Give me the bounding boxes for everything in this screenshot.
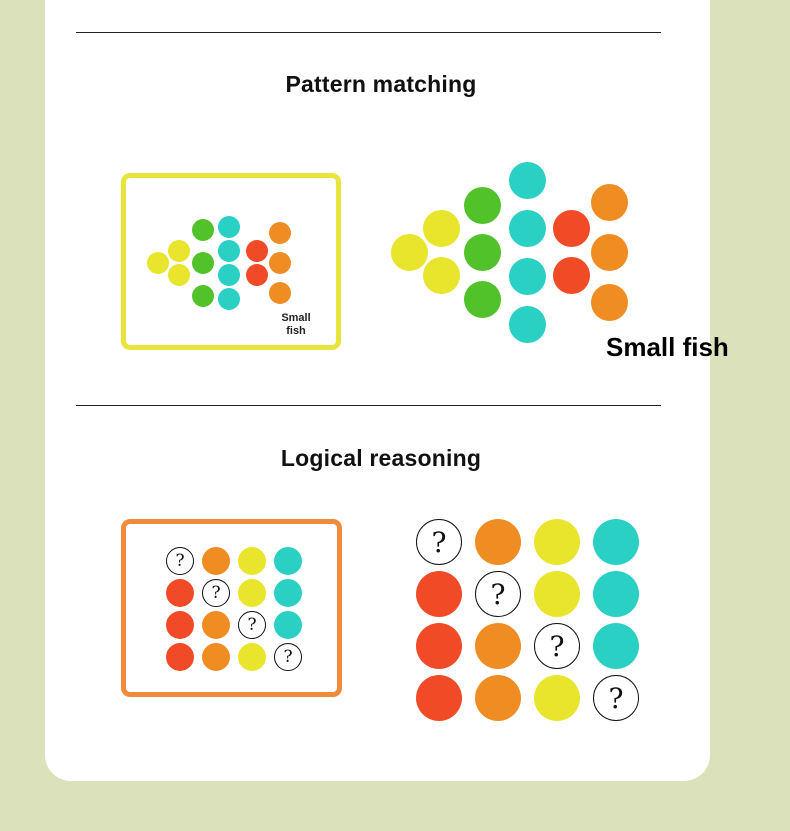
- fish-dot-red: [552, 257, 590, 294]
- question-dot: ?: [202, 579, 230, 607]
- grid-dot-teal: [274, 611, 302, 639]
- fish-dot-red: [246, 264, 268, 286]
- logical-reasoning-heading: Logical reasoning: [280, 445, 482, 471]
- grid-dot-orange: [475, 675, 521, 721]
- grid-dot-red: [416, 571, 462, 617]
- fish-dot-teal: [508, 257, 546, 295]
- fish-dot-teal: [508, 209, 546, 247]
- question-dot: ?: [534, 623, 580, 669]
- pattern-matching-heading: Pattern matching: [285, 71, 477, 97]
- card-fish-label: Small fish: [281, 312, 311, 337]
- fish-dot-teal: [218, 216, 240, 238]
- fish-dot-yellow: [168, 264, 190, 286]
- fish-dot-orange: [590, 183, 628, 221]
- grid-dot-yellow: [238, 579, 266, 607]
- grid-dot-orange: [202, 611, 230, 639]
- grid-dot-teal: [274, 547, 302, 575]
- fish-dot-yellow: [168, 240, 190, 262]
- fish-dot-yellow: [422, 257, 460, 294]
- fish-dot-teal: [508, 161, 546, 199]
- fish-dot-teal: [218, 240, 240, 262]
- large-fish-label: Small fish: [606, 332, 729, 362]
- fish-dot-orange: [590, 283, 628, 321]
- fish-dot-yellow: [147, 252, 169, 274]
- fish-dot-yellow: [422, 210, 460, 247]
- grid-dot-yellow: [534, 519, 580, 565]
- top-divider: [76, 32, 661, 33]
- grid-dot-teal: [593, 623, 639, 669]
- middle-divider: [76, 405, 661, 406]
- fish-dot-orange: [269, 252, 291, 274]
- fish-dot-teal: [218, 288, 240, 310]
- fish-dot-teal: [508, 305, 546, 343]
- fish-dot-orange: [590, 233, 628, 271]
- fish-dot-orange: [269, 282, 291, 304]
- grid-dot-orange: [475, 623, 521, 669]
- fish-dot-green: [192, 252, 214, 274]
- grid-dot-orange: [202, 547, 230, 575]
- grid-dot-teal: [593, 571, 639, 617]
- fish-dot-yellow: [390, 233, 428, 271]
- question-dot: ?: [166, 547, 194, 575]
- grid-dot-orange: [475, 519, 521, 565]
- question-dot: ?: [475, 571, 521, 617]
- question-dot: ?: [593, 675, 639, 721]
- grid-dot-yellow: [534, 571, 580, 617]
- grid-dot-teal: [274, 579, 302, 607]
- question-dot: ?: [238, 611, 266, 639]
- fish-dot-teal: [218, 264, 240, 286]
- fish-dot-orange: [269, 222, 291, 244]
- grid-dot-orange: [202, 643, 230, 671]
- grid-dot-red: [166, 643, 194, 671]
- grid-dot-red: [166, 579, 194, 607]
- fish-dot-green: [463, 280, 501, 318]
- grid-dot-yellow: [238, 547, 266, 575]
- fish-dot-red: [246, 240, 268, 262]
- grid-dot-red: [166, 611, 194, 639]
- grid-dot-red: [416, 675, 462, 721]
- logic-card: [121, 519, 342, 697]
- fish-dot-green: [463, 186, 501, 224]
- question-dot: ?: [416, 519, 462, 565]
- grid-dot-yellow: [534, 675, 580, 721]
- grid-dot-yellow: [238, 643, 266, 671]
- grid-dot-red: [416, 623, 462, 669]
- fish-dot-green: [192, 219, 214, 241]
- question-dot: ?: [274, 643, 302, 671]
- grid-dot-teal: [593, 519, 639, 565]
- fish-dot-red: [552, 210, 590, 247]
- fish-dot-green: [192, 285, 214, 307]
- fish-dot-green: [463, 233, 501, 271]
